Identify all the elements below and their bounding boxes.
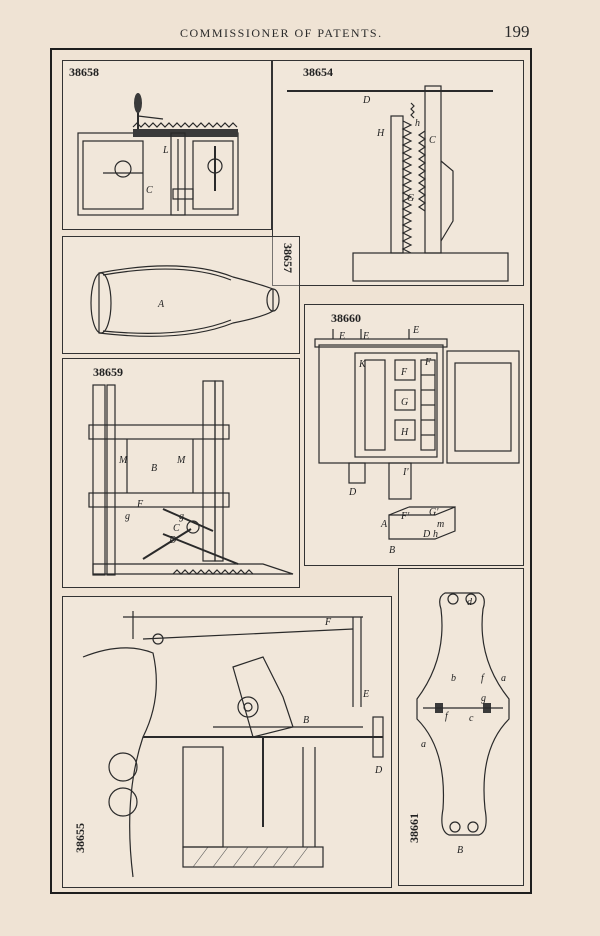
label-38659-M2: M bbox=[176, 455, 186, 466]
label-38661-d: d bbox=[467, 597, 473, 608]
label-38661-f2: f bbox=[445, 711, 449, 722]
figure-38654: D h H C G bbox=[287, 85, 509, 282]
panel-38658: 38658 L C bbox=[62, 60, 272, 230]
figure-38655: F E B D bbox=[82, 611, 384, 878]
label-38660-D2: D bbox=[422, 529, 431, 540]
label-38654-G: G bbox=[407, 193, 414, 204]
label-38659-D: D bbox=[168, 535, 177, 546]
page-number: 199 bbox=[504, 22, 530, 41]
patent-number-38658: 38658 bbox=[69, 65, 99, 79]
label-38655-F: F bbox=[324, 617, 332, 628]
label-38659-g1: g bbox=[125, 511, 130, 522]
label-38660-F1: F bbox=[400, 367, 408, 378]
label-38659-F: F bbox=[136, 499, 144, 510]
label-38660-G-prime: G' bbox=[429, 507, 439, 518]
label-38660-D: D bbox=[348, 487, 357, 498]
patent-number-38660: 38660 bbox=[331, 311, 361, 325]
panel-38654: 38654 D h H C G bbox=[272, 60, 524, 286]
patent-plate: 38658 L C 38654 bbox=[50, 48, 532, 894]
panel-38660: 38660 E E E bbox=[304, 304, 524, 566]
label-38658-C: C bbox=[146, 185, 153, 196]
label-38657-A: A bbox=[157, 299, 165, 310]
label-38660-I-prime: I' bbox=[402, 467, 409, 478]
figure-38657: A bbox=[90, 265, 280, 337]
figure-38661: d b f a f g c a B bbox=[416, 592, 510, 856]
label-38661-B: B bbox=[457, 845, 463, 856]
label-38659-M1: M bbox=[118, 455, 128, 466]
label-38659-C: C bbox=[173, 523, 180, 534]
label-38660-H: H bbox=[400, 427, 409, 438]
label-38661-b: b bbox=[451, 673, 456, 684]
label-38654-h: h bbox=[415, 118, 420, 129]
label-38660-F2: F bbox=[424, 357, 432, 368]
label-38661-g: g bbox=[481, 693, 486, 704]
label-38660-h: h bbox=[433, 529, 438, 540]
panel-38661: 38661 d b f a f g c a B bbox=[398, 568, 524, 886]
panel-38655: 38655 F bbox=[62, 596, 392, 888]
label-38654-D: D bbox=[362, 95, 371, 106]
label-38654-C: C bbox=[429, 135, 436, 146]
patent-number-38659: 38659 bbox=[93, 365, 123, 379]
label-38660-G: G bbox=[401, 397, 408, 408]
figure-38658: L C bbox=[77, 93, 239, 216]
label-38660-A: A bbox=[380, 519, 388, 530]
label-38655-D: D bbox=[374, 765, 383, 776]
label-38660-E1: E bbox=[338, 331, 345, 342]
panel-38657: 38657 A bbox=[62, 236, 300, 354]
label-38661-f1: f bbox=[481, 673, 485, 684]
label-38661-c: c bbox=[469, 713, 474, 724]
label-38660-B: B bbox=[389, 545, 395, 556]
panel-38659: 38659 M M B F g g C D bbox=[62, 358, 300, 588]
label-38661-a2: a bbox=[421, 739, 426, 750]
label-38660-K: K bbox=[358, 359, 367, 370]
page-header: COMMISSIONER OF PATENTS. 199 bbox=[0, 22, 600, 46]
label-38658-L: L bbox=[162, 145, 169, 156]
figure-38660: E E E K F F G H I' D A F' G' m D h B bbox=[314, 325, 520, 556]
label-38660-E3: E bbox=[412, 325, 419, 336]
label-38660-E2: E bbox=[362, 331, 369, 342]
label-38660-m: m bbox=[437, 519, 444, 530]
label-38659-B: B bbox=[151, 463, 157, 474]
running-title: COMMISSIONER OF PATENTS. bbox=[180, 26, 383, 40]
label-38659-g2: g bbox=[179, 511, 184, 522]
label-38660-F-prime: F' bbox=[400, 511, 410, 522]
patent-number-38654: 38654 bbox=[303, 65, 333, 79]
label-38654-H: H bbox=[376, 128, 385, 139]
label-38661-a1: a bbox=[501, 673, 506, 684]
figure-38659: M M B F g g C D bbox=[88, 380, 294, 576]
label-38655-E: E bbox=[362, 689, 369, 700]
label-38655-B: B bbox=[303, 715, 309, 726]
